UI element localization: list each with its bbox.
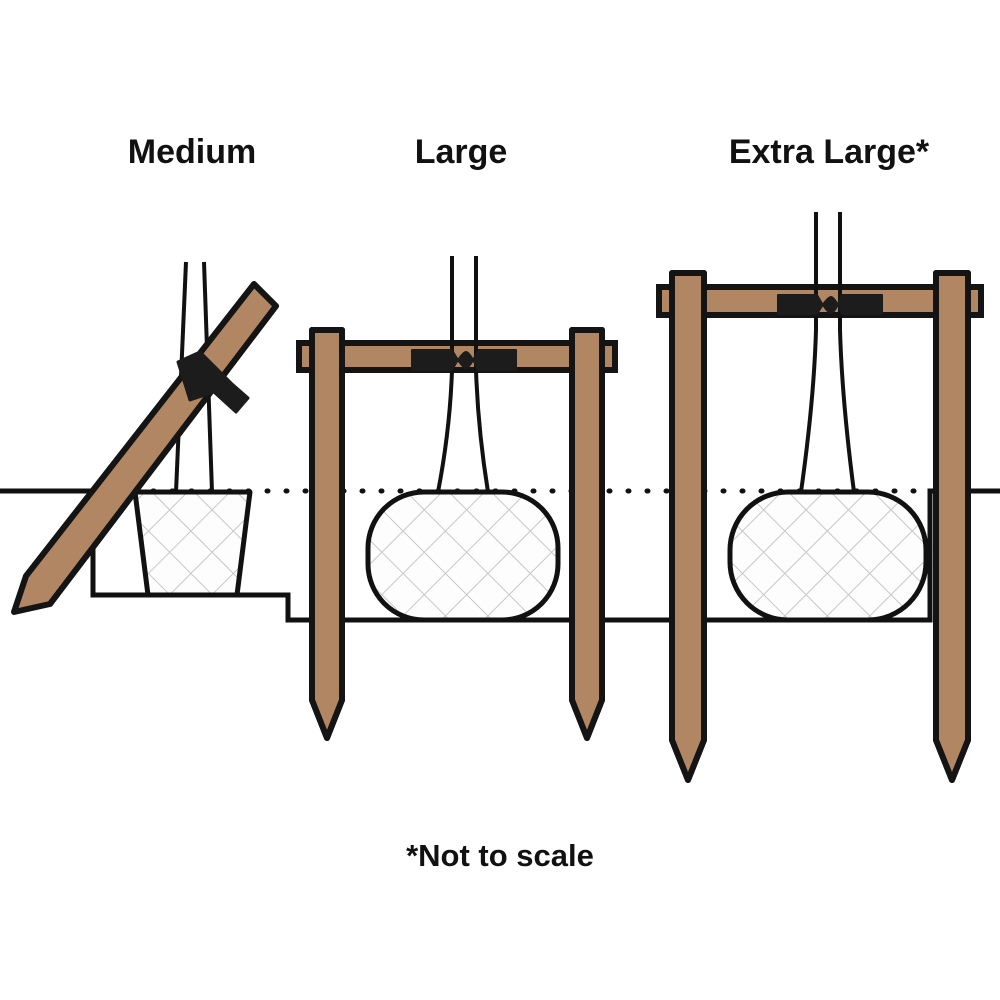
large-crossbar-body bbox=[296, 340, 618, 373]
label-large: Large bbox=[415, 133, 508, 171]
label-medium: Medium bbox=[128, 133, 256, 171]
xl-left-post-front-body bbox=[669, 270, 707, 783]
extra-large-staking-assembly bbox=[656, 212, 984, 783]
medium-staking-assembly bbox=[11, 261, 279, 615]
xl-tree-tie-strap bbox=[777, 294, 883, 315]
xl-right-post-front-body bbox=[933, 270, 971, 783]
large-left-post-front bbox=[309, 327, 345, 741]
xl-trunk-right-edge bbox=[838, 212, 856, 493]
medium-rootball bbox=[132, 489, 253, 598]
headings-group: Medium Large Extra Large* bbox=[128, 133, 930, 171]
large-rootball-hatch bbox=[368, 492, 558, 620]
xl-trunk-left-edge bbox=[799, 212, 818, 493]
label-extra-large: Extra Large* bbox=[729, 133, 930, 171]
xl-rootball bbox=[727, 489, 929, 623]
xl-left-post-front bbox=[669, 270, 707, 783]
medium-strap-knot bbox=[180, 354, 212, 384]
large-rootball bbox=[365, 489, 561, 623]
xl-right-post-front bbox=[933, 270, 971, 783]
large-rootball-outline bbox=[365, 489, 561, 623]
medium-tree-tie-strap bbox=[176, 350, 250, 414]
large-trunk-right-edge bbox=[474, 256, 490, 493]
xl-trunk bbox=[799, 212, 856, 493]
large-tree-tie-strap bbox=[411, 349, 517, 371]
large-crossbar bbox=[296, 340, 618, 373]
large-staking-assembly bbox=[296, 256, 618, 741]
xl-rootball-hatch bbox=[730, 492, 926, 620]
xl-strap-shape bbox=[777, 294, 883, 315]
large-left-post-front-body bbox=[309, 327, 345, 741]
large-right-post-front bbox=[569, 327, 605, 741]
footnote-not-to-scale: *Not to scale bbox=[406, 838, 594, 873]
large-trunk bbox=[436, 256, 490, 493]
large-trunk-left-edge bbox=[436, 256, 454, 493]
large-strap-shape bbox=[411, 349, 517, 371]
xl-rootball-outline bbox=[727, 489, 929, 623]
large-right-post-front-body bbox=[569, 327, 605, 741]
medium-rootball-hatch bbox=[135, 492, 250, 595]
ground-profile-left bbox=[0, 488, 291, 623]
